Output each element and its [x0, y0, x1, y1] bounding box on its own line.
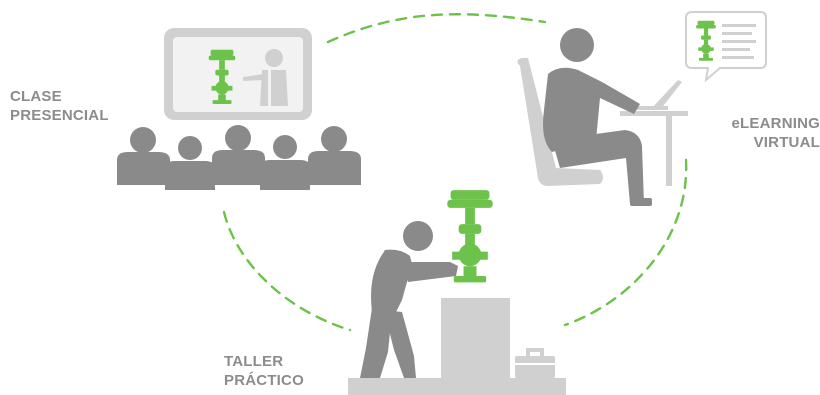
classroom-group [117, 28, 361, 190]
label-elearning-line-1: eLEARNING [731, 115, 820, 132]
label-taller-practico: TALLER PRÁCTICO [224, 352, 304, 390]
label-taller-line-1: TALLER [224, 353, 284, 370]
workbench [441, 298, 510, 378]
document-lines-icon [722, 24, 756, 59]
elearning-group [517, 11, 767, 206]
cycle-dashed-path [222, 13, 688, 332]
classroom-presentation-icon [164, 28, 312, 120]
student-laptop-icon [517, 28, 688, 206]
label-elearning-virtual: eLEARNING VIRTUAL [712, 114, 820, 152]
toolbox-icon [515, 348, 555, 378]
label-clase-line-2: PRESENCIAL [10, 107, 109, 124]
audience-icon [117, 125, 361, 190]
floor-base [348, 378, 566, 395]
label-clase-line-1: CLASE [10, 88, 62, 105]
label-taller-line-2: PRÁCTICO [224, 372, 304, 389]
workshop-group [348, 190, 566, 395]
label-clase-presencial: CLASE PRESENCIAL [10, 87, 109, 125]
label-elearning-line-2: VIRTUAL [753, 134, 820, 151]
technician-workbench-icon [360, 221, 458, 378]
